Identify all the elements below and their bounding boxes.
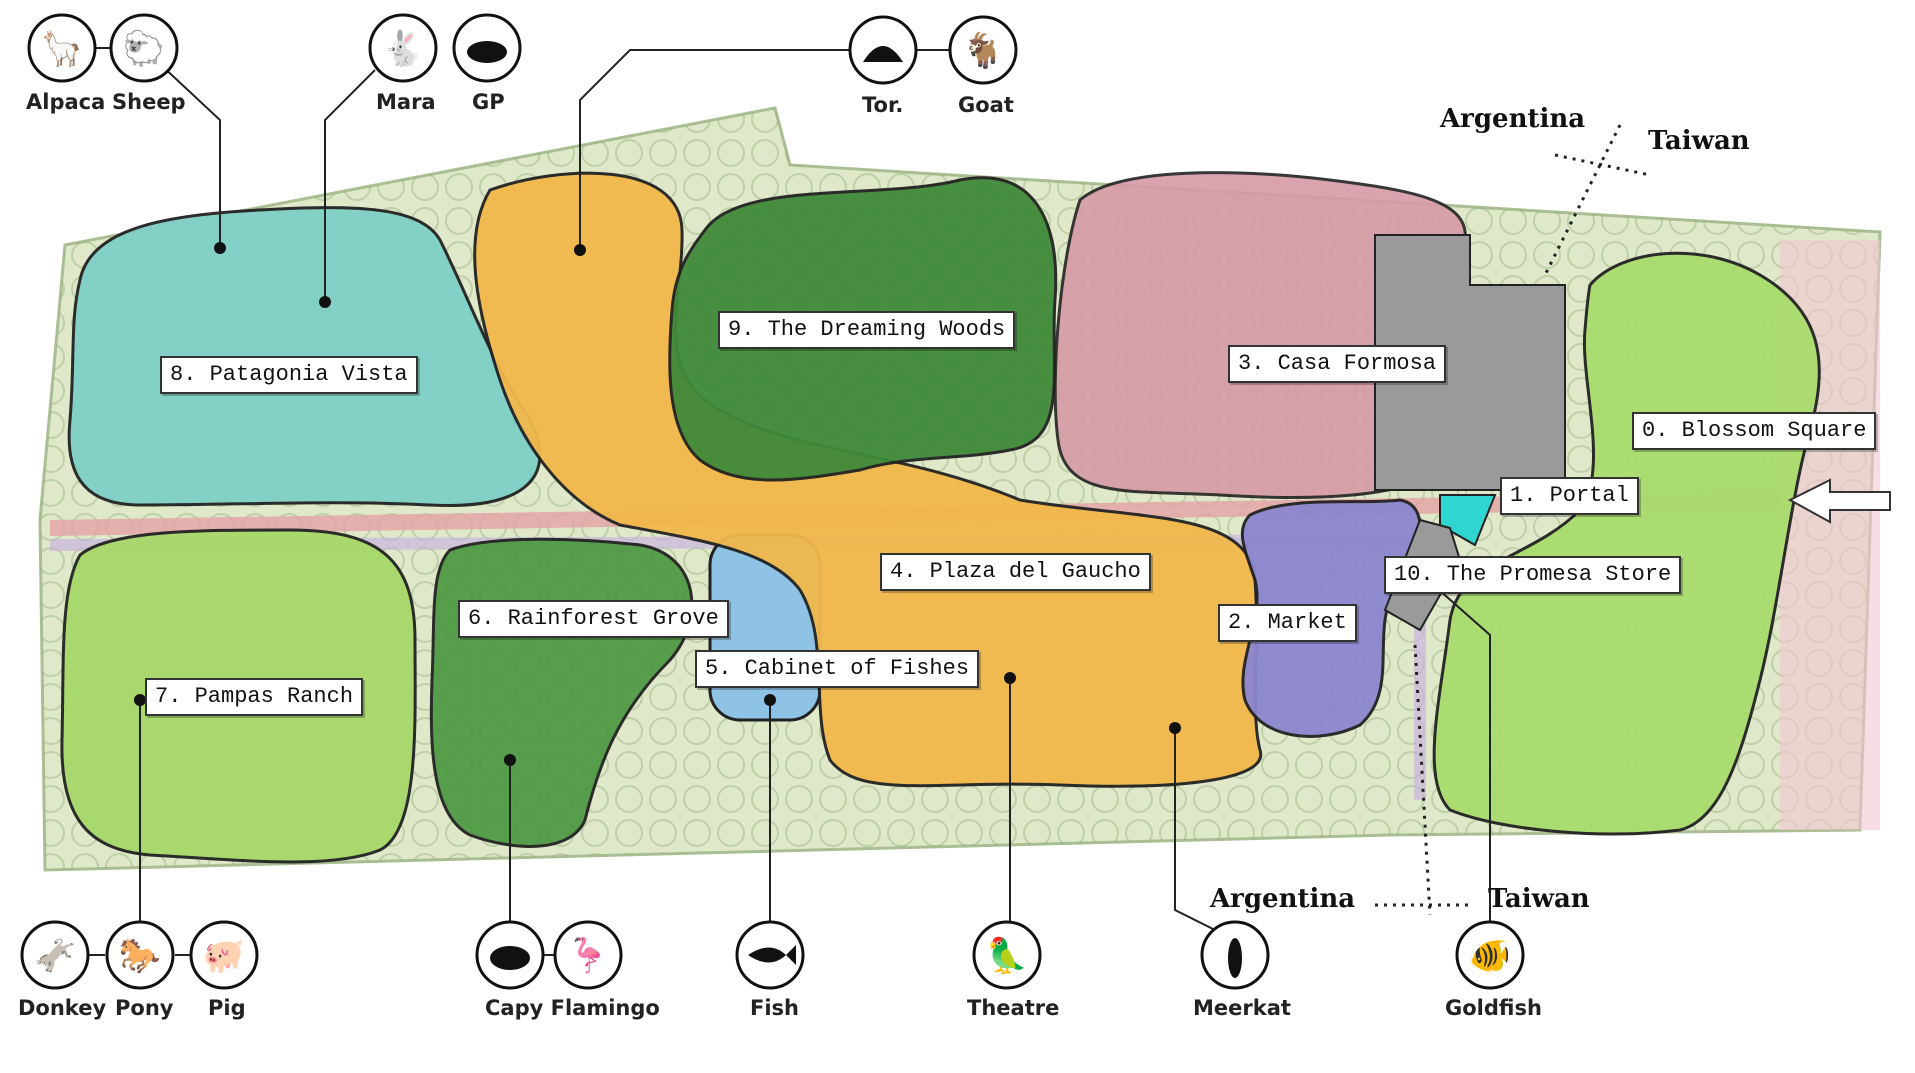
goldfish-icon: 🐠 bbox=[1455, 920, 1525, 990]
animal-label-fish: Fish bbox=[750, 996, 799, 1020]
animal-label-pony: Pony bbox=[115, 996, 174, 1020]
svg-text:🐇: 🐇 bbox=[382, 29, 424, 69]
zone-label-promesa: 10. The Promesa Store bbox=[1384, 556, 1682, 594]
svg-text:🦜: 🦜 bbox=[986, 935, 1028, 976]
animal-label-sheep: Sheep bbox=[112, 90, 186, 114]
guinea-pig-icon bbox=[452, 13, 522, 83]
building bbox=[1374, 234, 1566, 491]
animal-label-capy-flamingo: Capy Flamingo bbox=[485, 996, 660, 1020]
animal-label-alpaca: Alpaca bbox=[26, 90, 106, 114]
svg-text:🫏: 🫏 bbox=[34, 936, 76, 976]
animal-label-meerkat: Meerkat bbox=[1193, 996, 1291, 1020]
border-top-right-label: Taiwan bbox=[1648, 126, 1750, 156]
sheep-icon: 🐑 bbox=[109, 13, 179, 83]
svg-text:🐑: 🐑 bbox=[123, 28, 165, 69]
animal-label-pig: Pig bbox=[208, 996, 246, 1020]
animal-label-gp: GP bbox=[472, 90, 505, 114]
svg-text:🐠: 🐠 bbox=[1469, 936, 1511, 976]
pony-icon: 🐎 bbox=[105, 920, 175, 990]
animal-label-donkey: Donkey bbox=[18, 996, 107, 1020]
svg-text:🐖: 🐖 bbox=[203, 936, 245, 976]
zone-label-blossom: 0. Blossom Square bbox=[1632, 412, 1877, 450]
entry-arrow bbox=[1787, 478, 1891, 524]
animal-label-tortoise: Tor. bbox=[862, 93, 904, 117]
border-line-top bbox=[1543, 124, 1622, 276]
border-bottom-right-label: Taiwan bbox=[1488, 884, 1590, 914]
parrot-icon: 🦜 bbox=[972, 920, 1042, 990]
tortoise-icon bbox=[848, 15, 918, 85]
svg-text:🦩: 🦩 bbox=[567, 936, 609, 976]
svg-text:🐐: 🐐 bbox=[962, 31, 1004, 71]
zone-label-market: 2. Market bbox=[1218, 604, 1357, 642]
animal-label-mara: Mara bbox=[376, 90, 436, 114]
animal-label-theatre: Theatre bbox=[967, 996, 1060, 1020]
svg-text:🦙: 🦙 bbox=[41, 29, 83, 69]
alpaca-icon: 🦙 bbox=[27, 13, 97, 83]
border-top-left-label: Argentina bbox=[1440, 104, 1586, 134]
zone-portal bbox=[1439, 494, 1497, 547]
zone-label-rainforest: 6. Rainforest Grove bbox=[458, 600, 729, 638]
zone-label-pampas: 7. Pampas Ranch bbox=[145, 678, 364, 716]
zone-label-cabinet: 5. Cabinet of Fishes bbox=[695, 650, 980, 688]
zone-label-dreaming: 9. The Dreaming Woods bbox=[718, 311, 1016, 349]
svg-text:🐎: 🐎 bbox=[119, 936, 161, 976]
border-line-bottom bbox=[1413, 644, 1432, 916]
goat-icon: 🐐 bbox=[948, 15, 1018, 85]
capybara-icon bbox=[475, 920, 545, 990]
zone-label-portal: 1. Portal bbox=[1500, 477, 1639, 515]
donkey-icon: 🫏 bbox=[20, 920, 90, 990]
zone-label-plaza: 4. Plaza del Gaucho bbox=[880, 553, 1151, 591]
zone-label-casa: 3. Casa Formosa bbox=[1228, 345, 1447, 383]
meerkat-icon bbox=[1200, 920, 1270, 990]
zone-label-patagonia: 8. Patagonia Vista bbox=[160, 356, 418, 394]
border-bottom-left-label: Argentina bbox=[1210, 884, 1356, 914]
animal-label-goat: Goat bbox=[958, 93, 1014, 117]
mara-icon: 🐇 bbox=[368, 13, 438, 83]
fish-icon bbox=[735, 920, 805, 990]
animal-label-goldfish: Goldfish bbox=[1445, 996, 1542, 1020]
flamingo-icon: 🦩 bbox=[553, 920, 623, 990]
pig-icon: 🐖 bbox=[189, 920, 259, 990]
